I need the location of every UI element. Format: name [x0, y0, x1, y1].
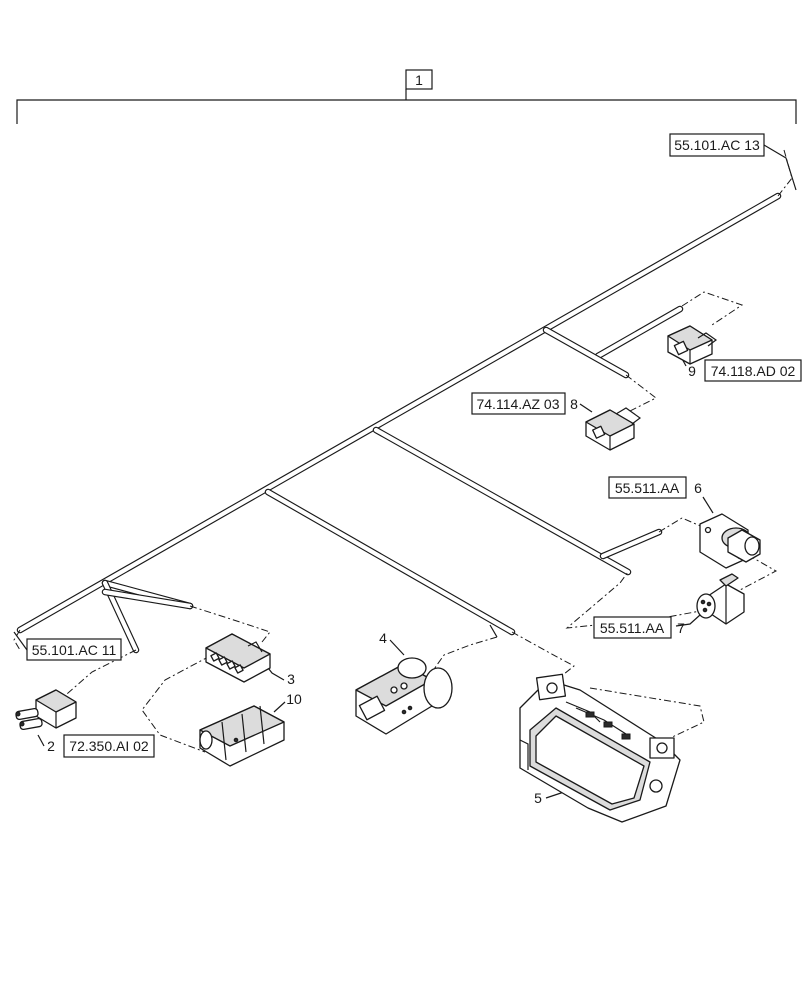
callout-9: 9: [688, 363, 696, 379]
reference-55-511-aa-6: 55.511.AA: [615, 480, 680, 496]
reference-55-101-ac-13: 55.101.AC 13: [674, 137, 760, 153]
callout-7: 7: [677, 620, 685, 636]
callout-5: 5: [534, 790, 542, 806]
connector-part-3-icon: [205, 633, 271, 683]
callout-3: 3: [287, 671, 295, 687]
boot-part-4-icon: [355, 657, 453, 735]
reference-74-118-ad-02: 74.118.AD 02: [711, 363, 796, 379]
connector-part-8-icon: [585, 407, 642, 451]
reference-labels: 55.101.AC 13 55.101.AC 11 74.118.AD 02 7…: [13, 133, 802, 758]
callout-2: 2: [47, 738, 55, 754]
harness-wires: [16, 192, 782, 654]
assembly-item-number: 1: [415, 72, 423, 88]
routing-lines: [13, 149, 793, 753]
reference-72-350-ai-02: 72.350.AI 02: [69, 738, 149, 754]
reference-74-114-az-03: 74.114.AZ 03: [476, 396, 559, 412]
plug-part-7-icon: [696, 573, 745, 625]
callout-8: 8: [570, 396, 578, 412]
reference-55-101-ac-11: 55.101.AC 11: [32, 642, 117, 658]
connector-part-2-icon: [15, 689, 77, 731]
connector-part-10-icon: [199, 705, 285, 767]
callout-4: 4: [379, 630, 387, 646]
callout-6: 6: [694, 480, 702, 496]
assembly-bracket: 1: [16, 69, 797, 124]
reference-55-511-aa-7: 55.511.AA: [600, 620, 665, 636]
module-part-5-icon: [519, 673, 681, 823]
receptacle-part-6-icon: [699, 513, 761, 569]
callout-10: 10: [286, 691, 302, 707]
connector-part-9-icon: [667, 325, 718, 365]
